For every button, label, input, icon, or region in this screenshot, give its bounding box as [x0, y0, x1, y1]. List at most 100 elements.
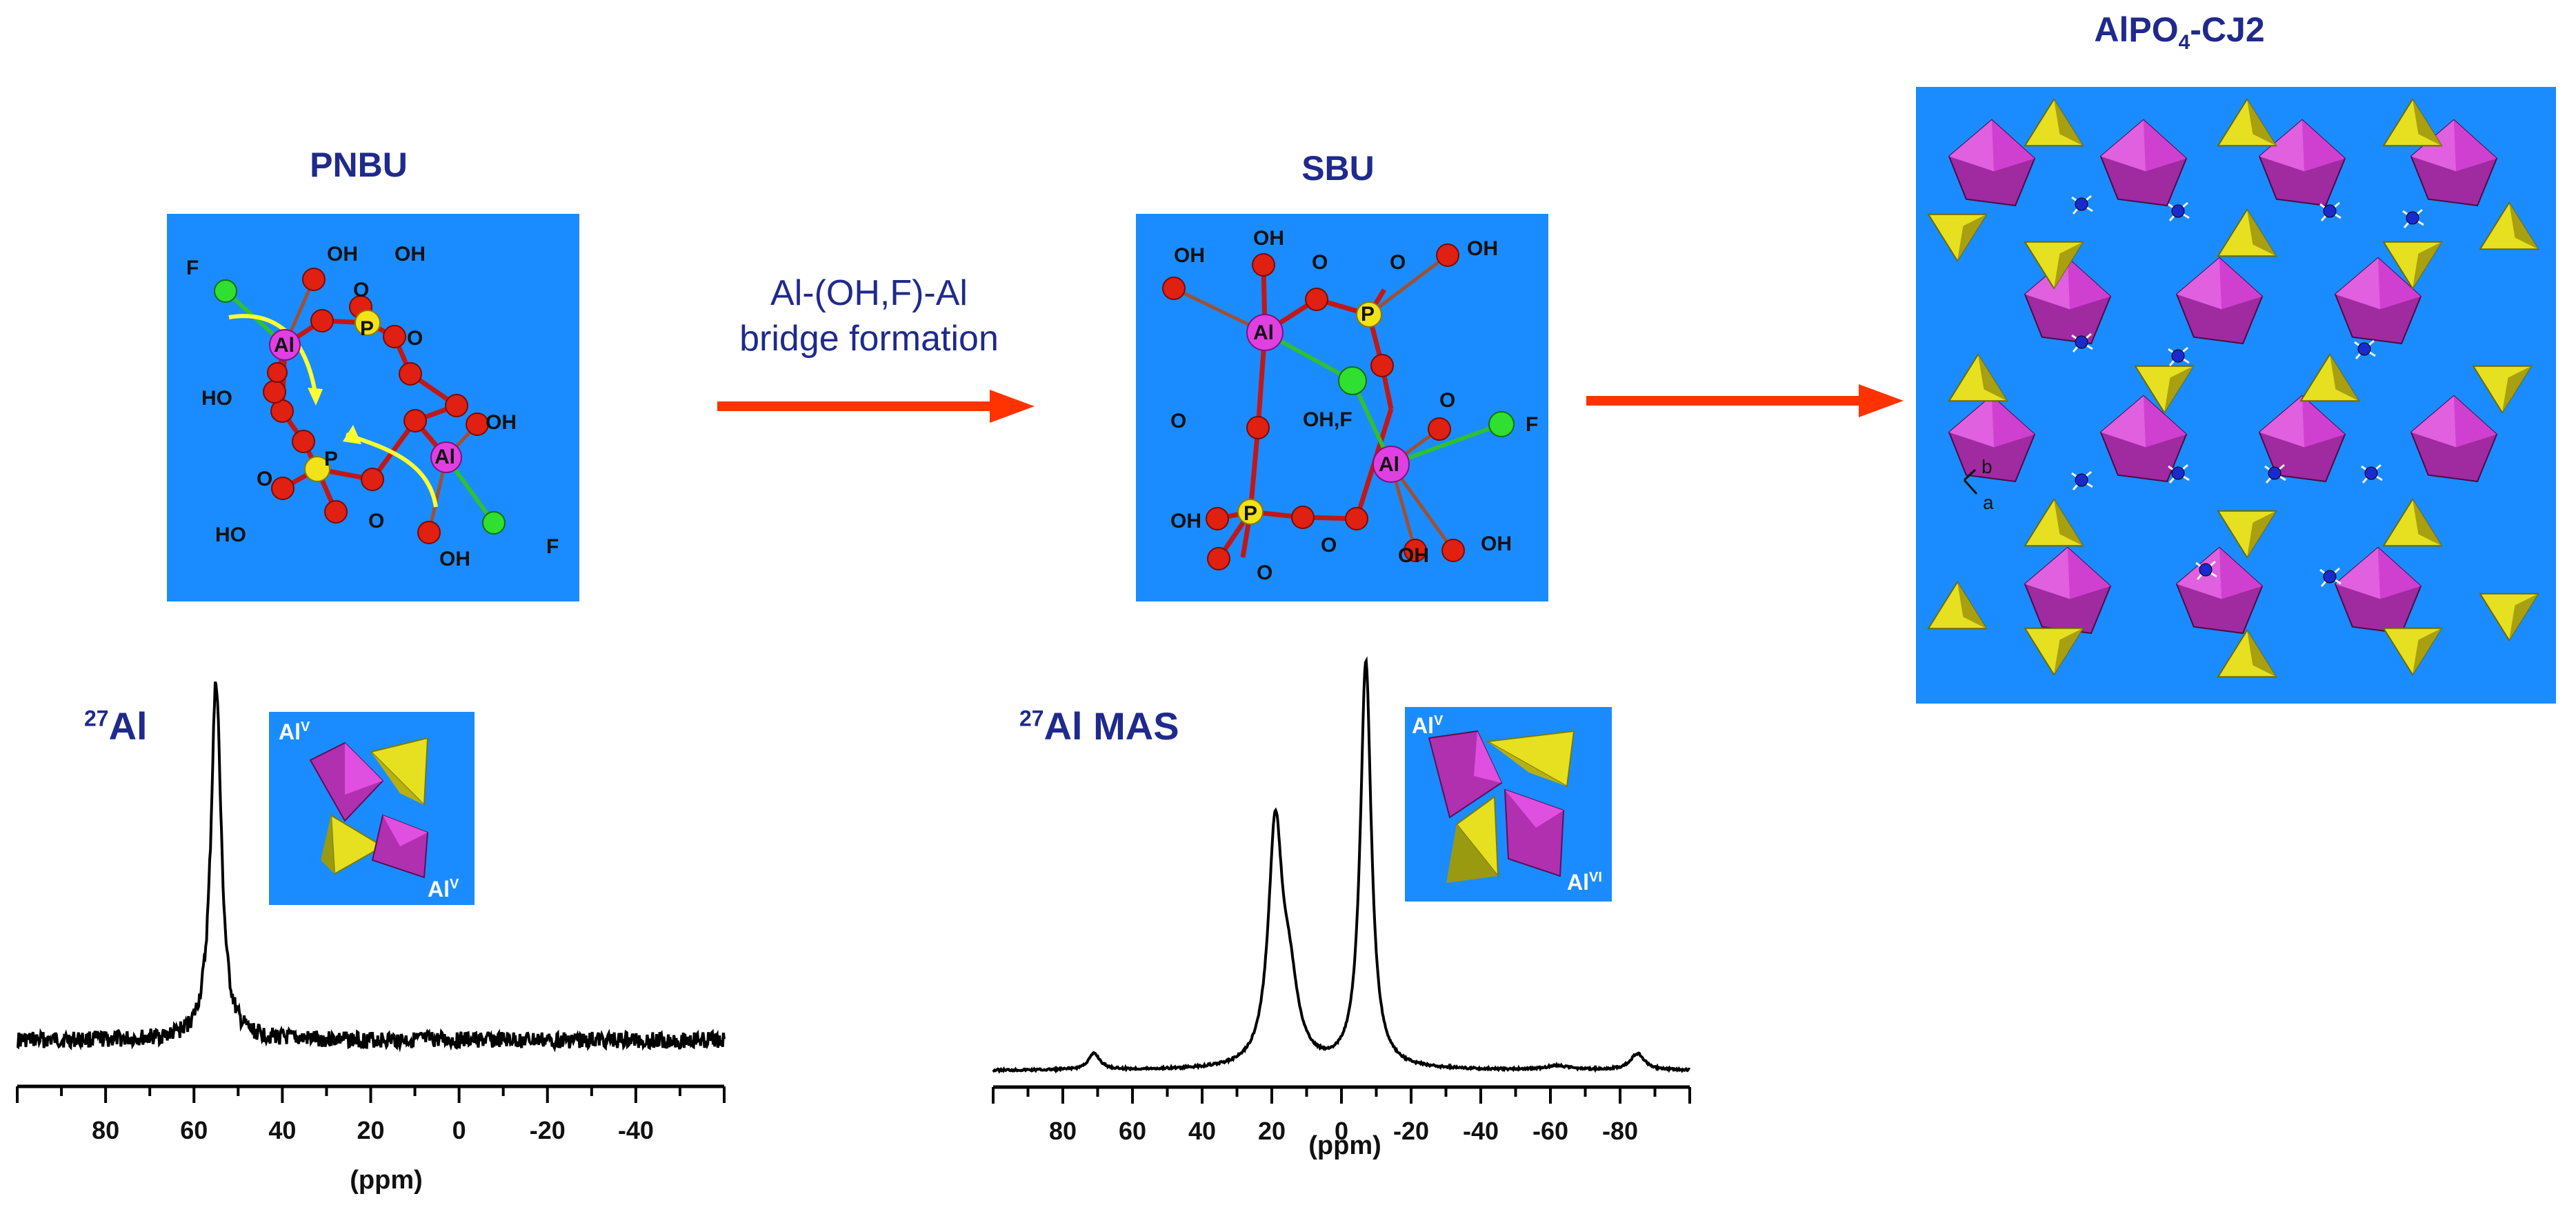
reaction-arrow-1	[717, 390, 1035, 423]
pnbu-structure-panel: F OH OH O P O Al HO OH O P Al O HO OH F	[167, 214, 579, 601]
amine-molecule	[2171, 349, 2185, 363]
alpo4-cj2-title: AlPO4-CJ2	[2055, 10, 2304, 54]
po-tetrahedron-face	[2054, 499, 2083, 546]
sbu-structure-panel: OH OH O O P OH Al O OH,F O F Al OH P O O…	[1136, 214, 1548, 601]
po-tetrahedron-face	[2247, 510, 2276, 557]
spectrum1-tick-label: 80	[92, 1116, 119, 1144]
pnbu-label-al1: Al	[274, 334, 294, 357]
pnbu-label-p2: P	[324, 448, 338, 470]
alo-octahedron-face	[2259, 120, 2305, 172]
pnbu-label-al2: Al	[435, 446, 455, 468]
alo-octahedron-face	[2335, 548, 2381, 599]
pnbu-label-oh1: OH	[327, 243, 358, 266]
sbu-label-f: F	[1526, 413, 1538, 436]
spectrum2-tick-label: -80	[1602, 1117, 1638, 1145]
po-tetrahedron-face	[2413, 628, 2442, 675]
amine-molecule	[2075, 335, 2088, 349]
alpo4-cj2-title-main: AlPO	[2094, 10, 2179, 49]
pnbu-label-o3: O	[257, 468, 272, 490]
spectrum2-nucleus-label: 27Al MAS	[1019, 704, 1179, 748]
spectrum1-tick-label: 0	[452, 1116, 466, 1144]
alo-octahedron-face	[2411, 396, 2457, 448]
alo-octahedron-face	[2025, 548, 2070, 599]
po-tetrahedron-face	[2054, 628, 2083, 675]
sbu-label-oh1: OH	[1174, 244, 1205, 267]
pnbu-label-f-top: F	[186, 257, 199, 279]
alpo4-cj2-framework-panel: b a	[1916, 87, 2556, 704]
spectrum2-tick-label: 0	[1335, 1117, 1348, 1145]
spectrum2-mass-number: 27	[1019, 706, 1044, 731]
spectrum1-tick-label: -40	[618, 1116, 654, 1144]
pnbu-label-oh4: OH	[439, 548, 470, 570]
alo-octahedron-face	[1992, 396, 2035, 448]
pnbu-label-o4: O	[368, 510, 384, 533]
amine-molecule	[2199, 563, 2213, 577]
framework-polyhedra	[1927, 98, 2539, 678]
bridge-formation-label: Al-(OH,F)-Al bridge formation	[683, 270, 1055, 361]
po-tetrahedron-face	[1957, 582, 1986, 629]
sbu-label-o3: O	[1170, 410, 1186, 432]
sbu-label-o5: O	[1321, 534, 1337, 557]
spectrum1-trace	[16, 681, 726, 1053]
sbu-label-p2: P	[1244, 502, 1257, 525]
spectrum2-tick-label: -20	[1393, 1117, 1429, 1145]
alo-octahedron-face	[2177, 258, 2222, 310]
pnbu-label-o1: O	[353, 279, 369, 301]
po-tetrahedron-face	[2054, 99, 2083, 146]
pnbu-label-f-bottom: F	[546, 535, 559, 558]
pnbu-title: PNBU	[310, 146, 408, 184]
unit-cell-axes	[1963, 468, 1978, 495]
amine-molecule	[2268, 466, 2282, 480]
alo-octahedron-face	[2302, 120, 2345, 172]
pnbu-label-ho1: HO	[201, 387, 232, 410]
pnbu-label-ho2: HO	[215, 524, 246, 546]
amine-molecule	[2171, 204, 2185, 218]
bridge-formation-line2: bridge formation	[739, 319, 999, 359]
po-tetrahedron-face	[2247, 99, 2276, 146]
spectrum2-inset-label-bottom: AlVI	[1567, 870, 1602, 895]
alo-octahedron-face	[2335, 258, 2381, 310]
amine-molecule	[2171, 466, 2185, 480]
spectrum2-inset-label-top: AlV	[1412, 713, 1444, 738]
alo-octahedron-face	[2101, 120, 2146, 172]
alo-octahedron-face	[2378, 258, 2421, 310]
spectrum2-xlabel: (ppm)	[1308, 1131, 1381, 1160]
alo-octahedron-face	[2454, 396, 2497, 448]
sbu-label-oh6: OH	[1481, 533, 1512, 555]
alo-octahedron-face	[2302, 396, 2345, 448]
po-tetrahedron-face	[2054, 241, 2083, 288]
pnbu-label-oh2: OH	[395, 243, 426, 266]
spectrum2-tick-label: 20	[1258, 1117, 1286, 1145]
sbu-label-oh4: OH	[1398, 544, 1429, 567]
spectrum2-trace	[992, 656, 1691, 1074]
po-tetrahedron-face	[2413, 499, 2442, 546]
alo-octahedron-face	[2068, 258, 2110, 310]
spectrum1-nucleus-label: 27Al	[84, 704, 148, 748]
spectrum2-inset-panel: AlV AlVI	[1405, 707, 1612, 902]
alo-octahedron-face	[1949, 396, 1995, 448]
pnbu-label-o2: O	[407, 327, 423, 350]
sbu-label-o2: O	[1390, 251, 1406, 274]
sbu-title: SBU	[1301, 149, 1375, 188]
spectrum1-inset-panel: AlV AlV	[269, 712, 475, 905]
amine-molecule	[2364, 466, 2378, 480]
alo-octahedron-face	[2101, 396, 2146, 448]
spectrum2-tick-label: 80	[1049, 1117, 1077, 1145]
spectrum1-inset-label-bottom: AlV	[428, 877, 459, 902]
sbu-label-o6: O	[1257, 561, 1272, 584]
spectrum1-nucleus: Al	[108, 704, 148, 748]
bridge-formation-line1: Al-(OH,F)-Al	[770, 273, 968, 313]
sbu-label-oh5: OH	[1170, 510, 1201, 533]
alo-octahedron-face	[1949, 120, 1995, 172]
spectrum1-tick-label: 40	[268, 1116, 296, 1144]
spectrum2-tick-label: 60	[1119, 1117, 1146, 1145]
sbu-label-o1: O	[1312, 251, 1328, 274]
po-tetrahedron-face	[2247, 630, 2276, 677]
sbu-label-oh3: OH	[1467, 237, 1498, 260]
spectrum2-tick-label: -40	[1463, 1117, 1499, 1145]
alo-octahedron-face	[1992, 120, 2035, 172]
